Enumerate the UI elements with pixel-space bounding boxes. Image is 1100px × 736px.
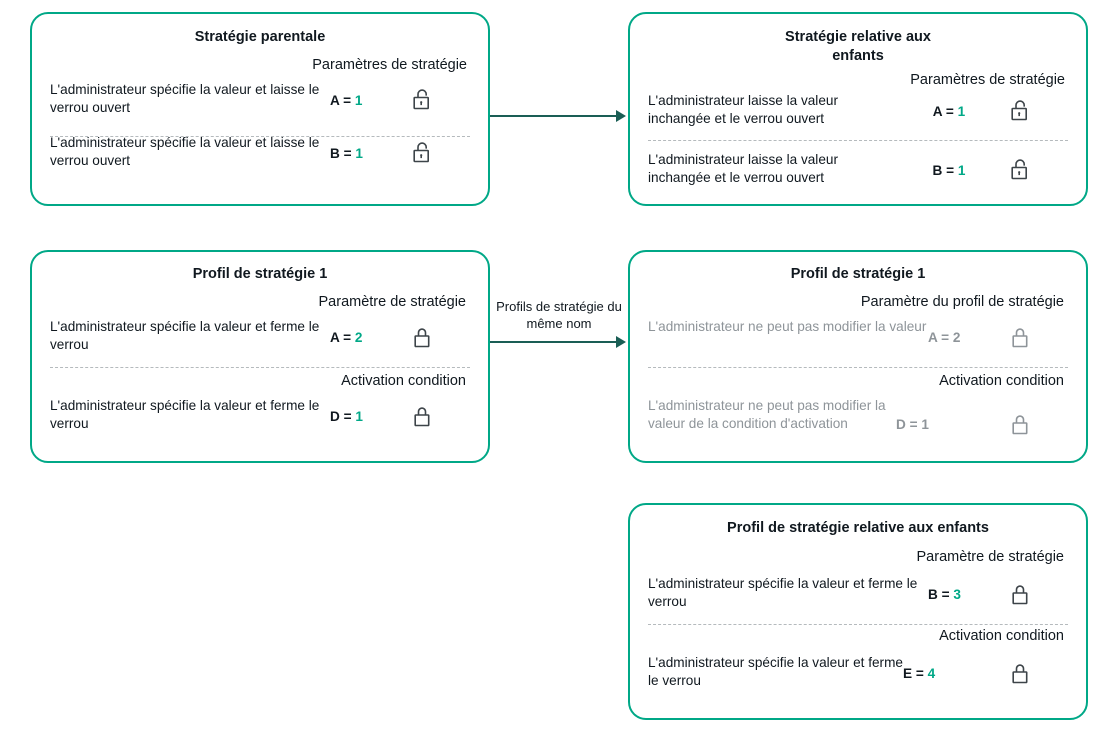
row-key: B [330, 146, 340, 161]
row-divider [648, 624, 1068, 625]
table-row: L'administrateur spécifie la valeur et f… [32, 391, 488, 439]
row-number: 2 [354, 330, 363, 345]
row-value: A = 2 [928, 318, 1000, 345]
row-description: L'administrateur laisse la valeur inchan… [648, 152, 838, 185]
row-value: A = 1 [898, 92, 1000, 119]
row-value: B = 3 [928, 575, 1000, 602]
section-label: Activation condition [939, 373, 1064, 389]
box-title: Profil de stratégie 1 [790, 266, 926, 282]
row-number: 1 [957, 104, 966, 119]
unlocked-icon [1000, 151, 1040, 180]
arrow-head-icon [616, 336, 626, 348]
row-equals: = [343, 146, 352, 161]
table-row: L'administrateur spécifie la valeur et l… [32, 75, 488, 125]
row-equals: = [945, 104, 954, 119]
box-title: Profil de stratégie relative aux enfants [727, 520, 989, 536]
row-description: L'administrateur spécifie la valeur et f… [648, 576, 918, 609]
row-key: B [928, 587, 938, 602]
box-profile-left: Profil de stratégie 1 Paramètre de strat… [30, 250, 490, 463]
row-value: B = 1 [330, 134, 402, 161]
row-equals: = [343, 93, 352, 108]
arrow-label-same-name: Profils de stratégie du même nom [496, 299, 622, 331]
row-equals: = [909, 417, 918, 432]
unlocked-icon [1000, 92, 1040, 121]
row-equals: = [941, 587, 950, 602]
locked-icon [402, 397, 442, 427]
row-key: D [330, 409, 340, 424]
locked-icon [402, 318, 442, 348]
row-key: A [330, 93, 340, 108]
row-divider [648, 367, 1068, 368]
box-title: Stratégie parentale [194, 29, 326, 45]
row-description: L'administrateur spécifie la valeur et f… [50, 398, 320, 431]
row-number: 4 [927, 666, 936, 681]
box-profile-right: Profil de stratégie 1 Paramètre du profi… [628, 250, 1088, 463]
table-row: L'administrateur spécifie la valeur et f… [32, 312, 488, 360]
row-value: D = 1 [896, 397, 1000, 432]
locked-icon [1000, 397, 1040, 435]
row-equals: = [343, 409, 352, 424]
box-parent-policy: Stratégie parentale Paramètres de straté… [30, 12, 490, 206]
row-key: B [932, 163, 943, 178]
section-label: Paramètre de stratégie [318, 294, 467, 310]
box-title: Stratégie relative aux enfants [785, 29, 931, 64]
locked-icon [1000, 318, 1040, 348]
table-row: L'administrateur spécifie la valeur et f… [630, 567, 1086, 615]
row-description: L'administrateur spécifie la valeur et f… [50, 319, 320, 352]
row-value: E = 4 [903, 654, 1000, 681]
table-row: L'administrateur spécifie la valeur et f… [630, 646, 1086, 694]
row-value: B = 1 [898, 151, 1000, 178]
row-value: A = 2 [330, 318, 402, 345]
row-key: A [330, 330, 340, 345]
arrow-head-icon [616, 110, 626, 122]
section-label: Paramètres de stratégie [910, 72, 1065, 88]
row-value: A = 1 [330, 81, 402, 108]
row-description: L'administrateur ne peut pas modifier la… [648, 398, 886, 431]
table-row: L'administrateur ne peut pas modifier la… [630, 312, 1086, 360]
unlocked-icon [402, 134, 442, 163]
table-row: L'administrateur laisse la valeur inchan… [630, 90, 1086, 140]
row-divider [648, 140, 1068, 141]
row-number: 1 [921, 417, 929, 432]
unlocked-icon [402, 81, 442, 110]
row-equals: = [343, 330, 352, 345]
box-title: Profil de stratégie 1 [192, 266, 328, 282]
row-equals: = [941, 330, 950, 345]
row-number: 1 [355, 146, 363, 161]
row-equals: = [946, 163, 955, 178]
row-description: L'administrateur spécifie la valeur et l… [50, 135, 320, 168]
row-key: E [903, 666, 913, 681]
row-description: L'administrateur spécifie la valeur et f… [648, 655, 903, 688]
box-child-policy: Stratégie relative aux enfants Paramètre… [628, 12, 1088, 206]
locked-icon [1000, 654, 1040, 684]
row-equals: = [915, 666, 924, 681]
locked-icon [1000, 575, 1040, 605]
arrow-profile-to-profile [490, 341, 618, 343]
row-number: 1 [957, 163, 966, 178]
section-label: Paramètre de stratégie [916, 549, 1065, 565]
table-row: L'administrateur laisse la valeur inchan… [630, 140, 1086, 190]
row-number: 1 [355, 409, 363, 424]
row-key: D [896, 417, 906, 432]
row-description: L'administrateur laisse la valeur inchan… [648, 93, 838, 126]
row-number: 3 [953, 587, 961, 602]
row-description: L'administrateur ne peut pas modifier la… [648, 319, 927, 334]
row-description: L'administrateur spécifie la valeur et l… [50, 82, 320, 115]
row-key: A [928, 330, 938, 345]
box-profile-child: Profil de stratégie relative aux enfants… [628, 503, 1088, 720]
row-divider [50, 136, 470, 137]
section-label: Activation condition [939, 628, 1064, 644]
table-row: L'administrateur spécifie la valeur et l… [32, 125, 488, 175]
table-row: L'administrateur ne peut pas modifier la… [630, 391, 1086, 451]
section-label: Paramètres de stratégie [312, 57, 467, 73]
row-number: 1 [354, 93, 363, 108]
section-label: Activation condition [341, 373, 466, 389]
row-value: D = 1 [330, 397, 402, 424]
row-number: 2 [952, 330, 961, 345]
row-key: A [932, 104, 943, 119]
section-label: Paramètre du profil de stratégie [860, 294, 1064, 310]
row-divider [50, 367, 470, 368]
arrow-parent-to-child [490, 115, 618, 117]
